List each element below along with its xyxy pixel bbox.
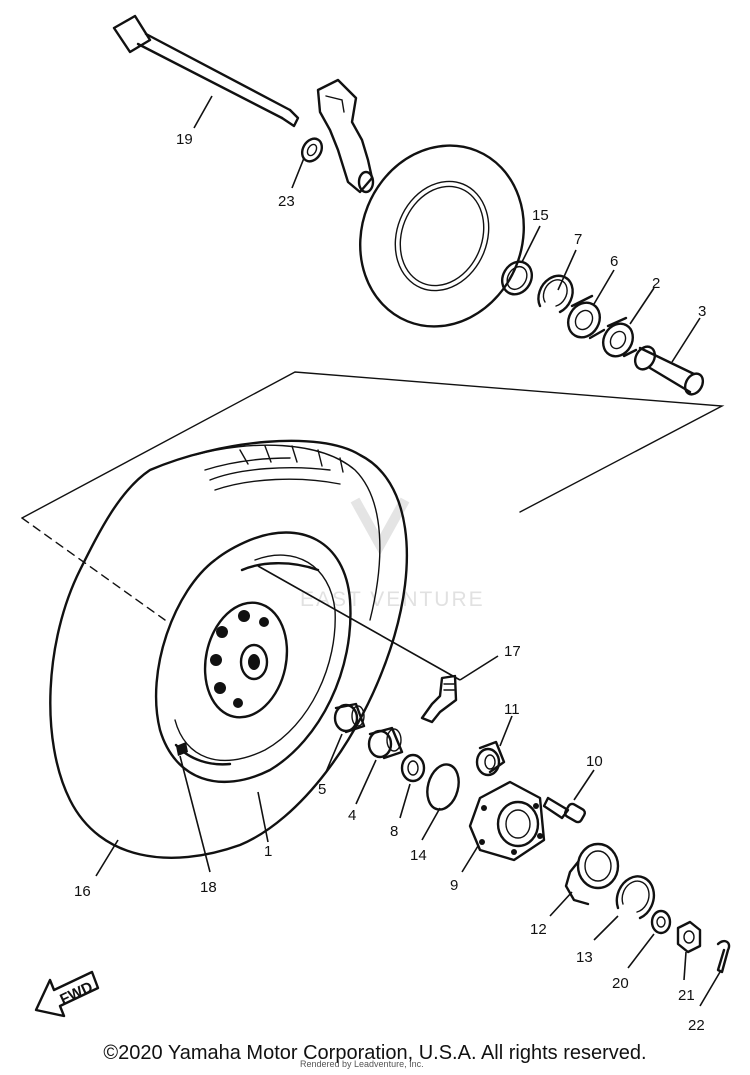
callout-19: 19 <box>176 131 193 148</box>
part-22-cotter-pin <box>716 939 731 974</box>
part-4-spacer <box>367 726 404 760</box>
part-15-oil-seal <box>500 260 534 296</box>
callout-22: 22 <box>688 1017 705 1034</box>
part-12-cup <box>564 842 620 906</box>
part-13-circlip <box>615 875 656 920</box>
part-3-spacer <box>633 345 705 396</box>
part-5-bearing <box>333 702 366 734</box>
part-14-o-ring <box>426 763 460 811</box>
part-2-bearing <box>601 316 638 358</box>
part-16-tire <box>49 439 409 859</box>
callout-8: 8 <box>390 823 398 840</box>
brake-disc <box>359 144 525 328</box>
callout-21: 21 <box>678 987 695 1004</box>
callout-5: 5 <box>318 781 326 798</box>
part-11-collar <box>475 740 506 777</box>
part-17-valve <box>420 674 458 724</box>
part-10-bolt <box>542 796 587 824</box>
callout-labels: 19 23 15 7 6 2 3 17 11 10 5 4 8 14 1 9 1… <box>74 131 706 1034</box>
leader-lines <box>95 95 721 1007</box>
part-21-nut <box>676 920 702 954</box>
callout-18: 18 <box>200 879 217 896</box>
callout-12: 12 <box>530 921 547 938</box>
assembly-plane <box>21 371 725 621</box>
part-9-hub <box>468 780 546 862</box>
callout-1: 1 <box>264 843 272 860</box>
copyright-notice: ©2020 Yamaha Motor Corporation, U.S.A. A… <box>103 1042 647 1064</box>
callout-20: 20 <box>612 975 629 992</box>
fwd-arrow: FWD <box>34 970 100 1018</box>
callout-17: 17 <box>504 643 521 660</box>
part-20-washer <box>650 909 672 935</box>
callout-10: 10 <box>586 753 603 770</box>
fwd-label: FWD <box>57 978 95 1008</box>
callout-4: 4 <box>348 807 356 824</box>
part-18-weight <box>176 742 188 756</box>
callout-7: 7 <box>574 231 582 248</box>
part-7-circlip <box>537 274 574 314</box>
callout-3: 3 <box>698 303 706 320</box>
callout-9: 9 <box>450 877 458 894</box>
part-19-axle <box>112 14 300 128</box>
part-6-bearing <box>566 294 606 340</box>
callout-14: 14 <box>410 847 427 864</box>
watermark: EAST VENTURE <box>300 497 485 611</box>
watermark-text: EAST VENTURE <box>300 588 485 611</box>
callout-6: 6 <box>610 253 618 270</box>
callout-16: 16 <box>74 883 91 900</box>
part-8-seal <box>400 753 426 783</box>
callout-11: 11 <box>504 701 520 718</box>
callout-23: 23 <box>278 193 295 210</box>
caliper-bracket <box>316 78 375 194</box>
callout-2: 2 <box>652 275 660 292</box>
callout-13: 13 <box>576 949 593 966</box>
part-23-collar <box>300 137 324 163</box>
callout-15: 15 <box>532 207 549 224</box>
render-credit: Rendered by Leadventure, Inc. <box>300 1059 424 1069</box>
